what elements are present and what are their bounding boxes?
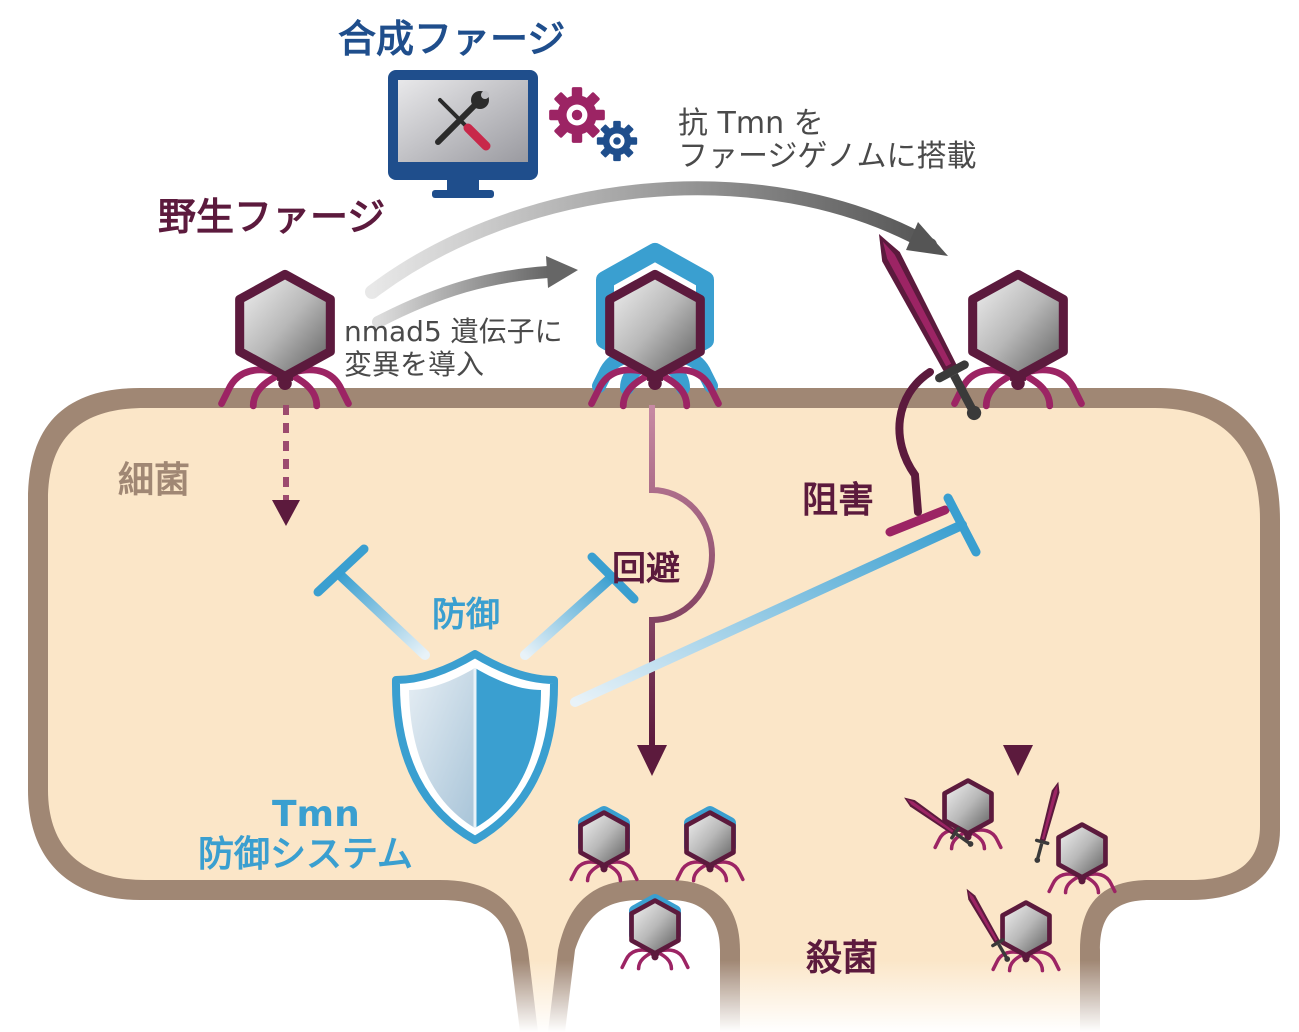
screwdriver-icon	[438, 98, 491, 151]
shield-icon	[391, 650, 559, 844]
synthetic-arrow	[365, 181, 948, 299]
tmn-label-line2: 防御システム	[198, 834, 413, 875]
inhibition-label: 阻害	[802, 480, 874, 521]
anti-tmn-label-line1: 抗 Tmn を	[678, 106, 824, 141]
defense-line-right	[570, 493, 981, 707]
synthetic-phage-title: 合成ファージ	[338, 17, 565, 61]
mutant-phage-icon	[592, 243, 719, 406]
progeny-phages-evasion	[571, 806, 743, 969]
tmn-label-line1: Tmn	[272, 794, 360, 835]
mutation-label-line1: nmad5 遺伝子に	[344, 315, 563, 348]
blocked-arrow	[272, 405, 300, 526]
evasion-arrow	[637, 405, 715, 776]
defense-label: 防御	[432, 595, 500, 635]
inhibition-arrow	[885, 368, 950, 537]
mutation-label-line2: 変異を導入	[344, 348, 484, 381]
kill-arrow	[1003, 405, 1033, 776]
wrench-icon	[435, 91, 489, 145]
wild-phage-title: 野生ファージ	[158, 195, 385, 239]
phage-icon	[622, 894, 688, 969]
evasion-label: 回避	[612, 549, 680, 589]
bottom-fade	[0, 960, 1299, 1032]
killing-label: 殺菌	[806, 938, 878, 979]
wild-phage-icon	[222, 274, 349, 405]
mutation-arrow	[372, 256, 578, 328]
bacterium-label: 細菌	[118, 460, 190, 501]
gear-icon	[549, 87, 605, 143]
armed-phage-icon	[955, 274, 1082, 405]
anti-tmn-label-line2: ファージゲノムに搭載	[678, 139, 977, 174]
phage-icon	[571, 806, 637, 881]
defense-line-left	[313, 544, 430, 660]
computer-monitor-icon	[388, 70, 538, 198]
gear-icon	[596, 120, 638, 162]
defense-line-middle	[520, 552, 639, 660]
phage-icon	[677, 806, 743, 881]
